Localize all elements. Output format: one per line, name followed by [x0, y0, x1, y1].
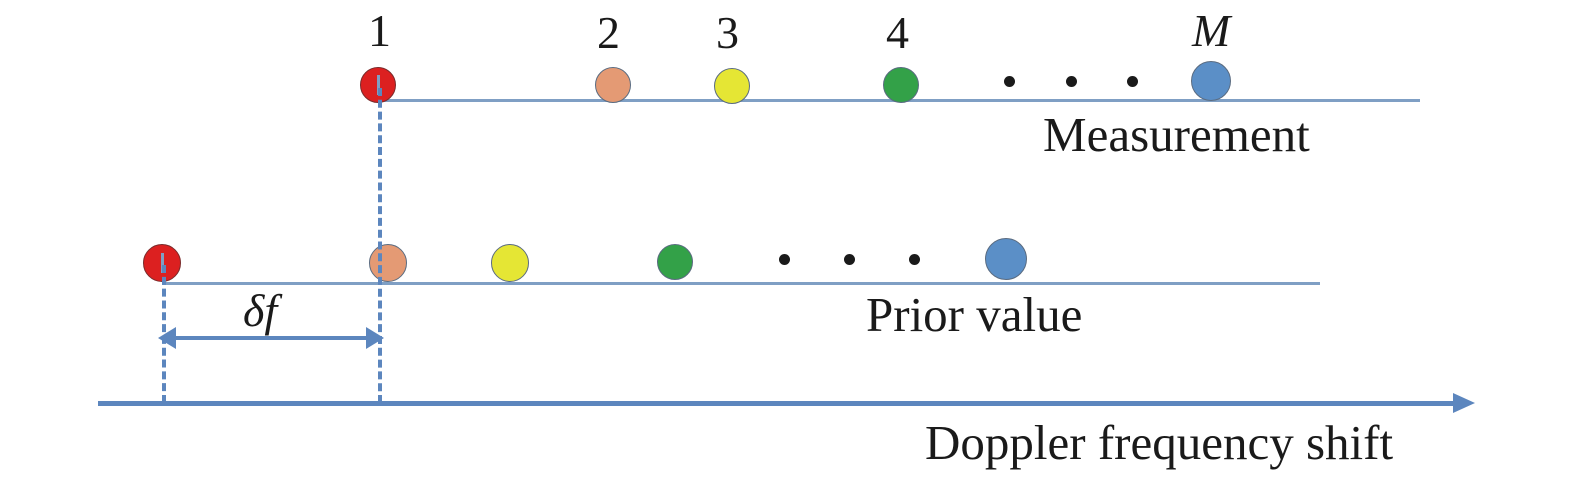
measurement-ellipsis-dot-3: [1127, 76, 1138, 87]
prior-marker-3-yellow: [491, 244, 529, 282]
delta-f-measure-arrow: [158, 327, 384, 349]
measurement-ellipsis-dot-1: [1004, 76, 1015, 87]
delta-f-label: δf: [243, 285, 278, 336]
prior-value-label: Prior value: [866, 287, 1083, 342]
prior-ellipsis-dot-3: [909, 254, 920, 265]
dashed-guide-measurement: [378, 88, 382, 403]
axis-shaft: [98, 401, 1459, 406]
prior-marker-2-salmon: [369, 244, 407, 282]
prior-ellipsis-dot-2: [844, 254, 855, 265]
prior-marker-4-green: [657, 244, 693, 280]
index-label-m: M: [1192, 5, 1231, 56]
doppler-axis-arrow: [98, 393, 1475, 413]
marker-3-yellow: [714, 68, 750, 104]
arrow-head-right-icon: [1453, 393, 1475, 413]
index-label-1: 1: [368, 5, 391, 56]
marker-4-green: [883, 67, 919, 103]
measurement-label: Measurement: [1043, 107, 1310, 162]
measure-bar: [166, 336, 376, 340]
marker-m-blue: [1191, 61, 1231, 101]
index-label-4: 4: [886, 7, 909, 58]
prior-ellipsis-dot-1: [779, 254, 790, 265]
index-label-2: 2: [597, 7, 620, 58]
prior-axis-line: [162, 282, 1320, 285]
marker-2-salmon: [595, 67, 631, 103]
measurement-ellipsis-dot-2: [1066, 76, 1077, 87]
prior-marker-m-blue: [985, 238, 1027, 280]
doppler-axis-label: Doppler frequency shift: [925, 415, 1394, 470]
arrow-head-right-icon: [366, 327, 384, 349]
index-label-3: 3: [716, 7, 739, 58]
